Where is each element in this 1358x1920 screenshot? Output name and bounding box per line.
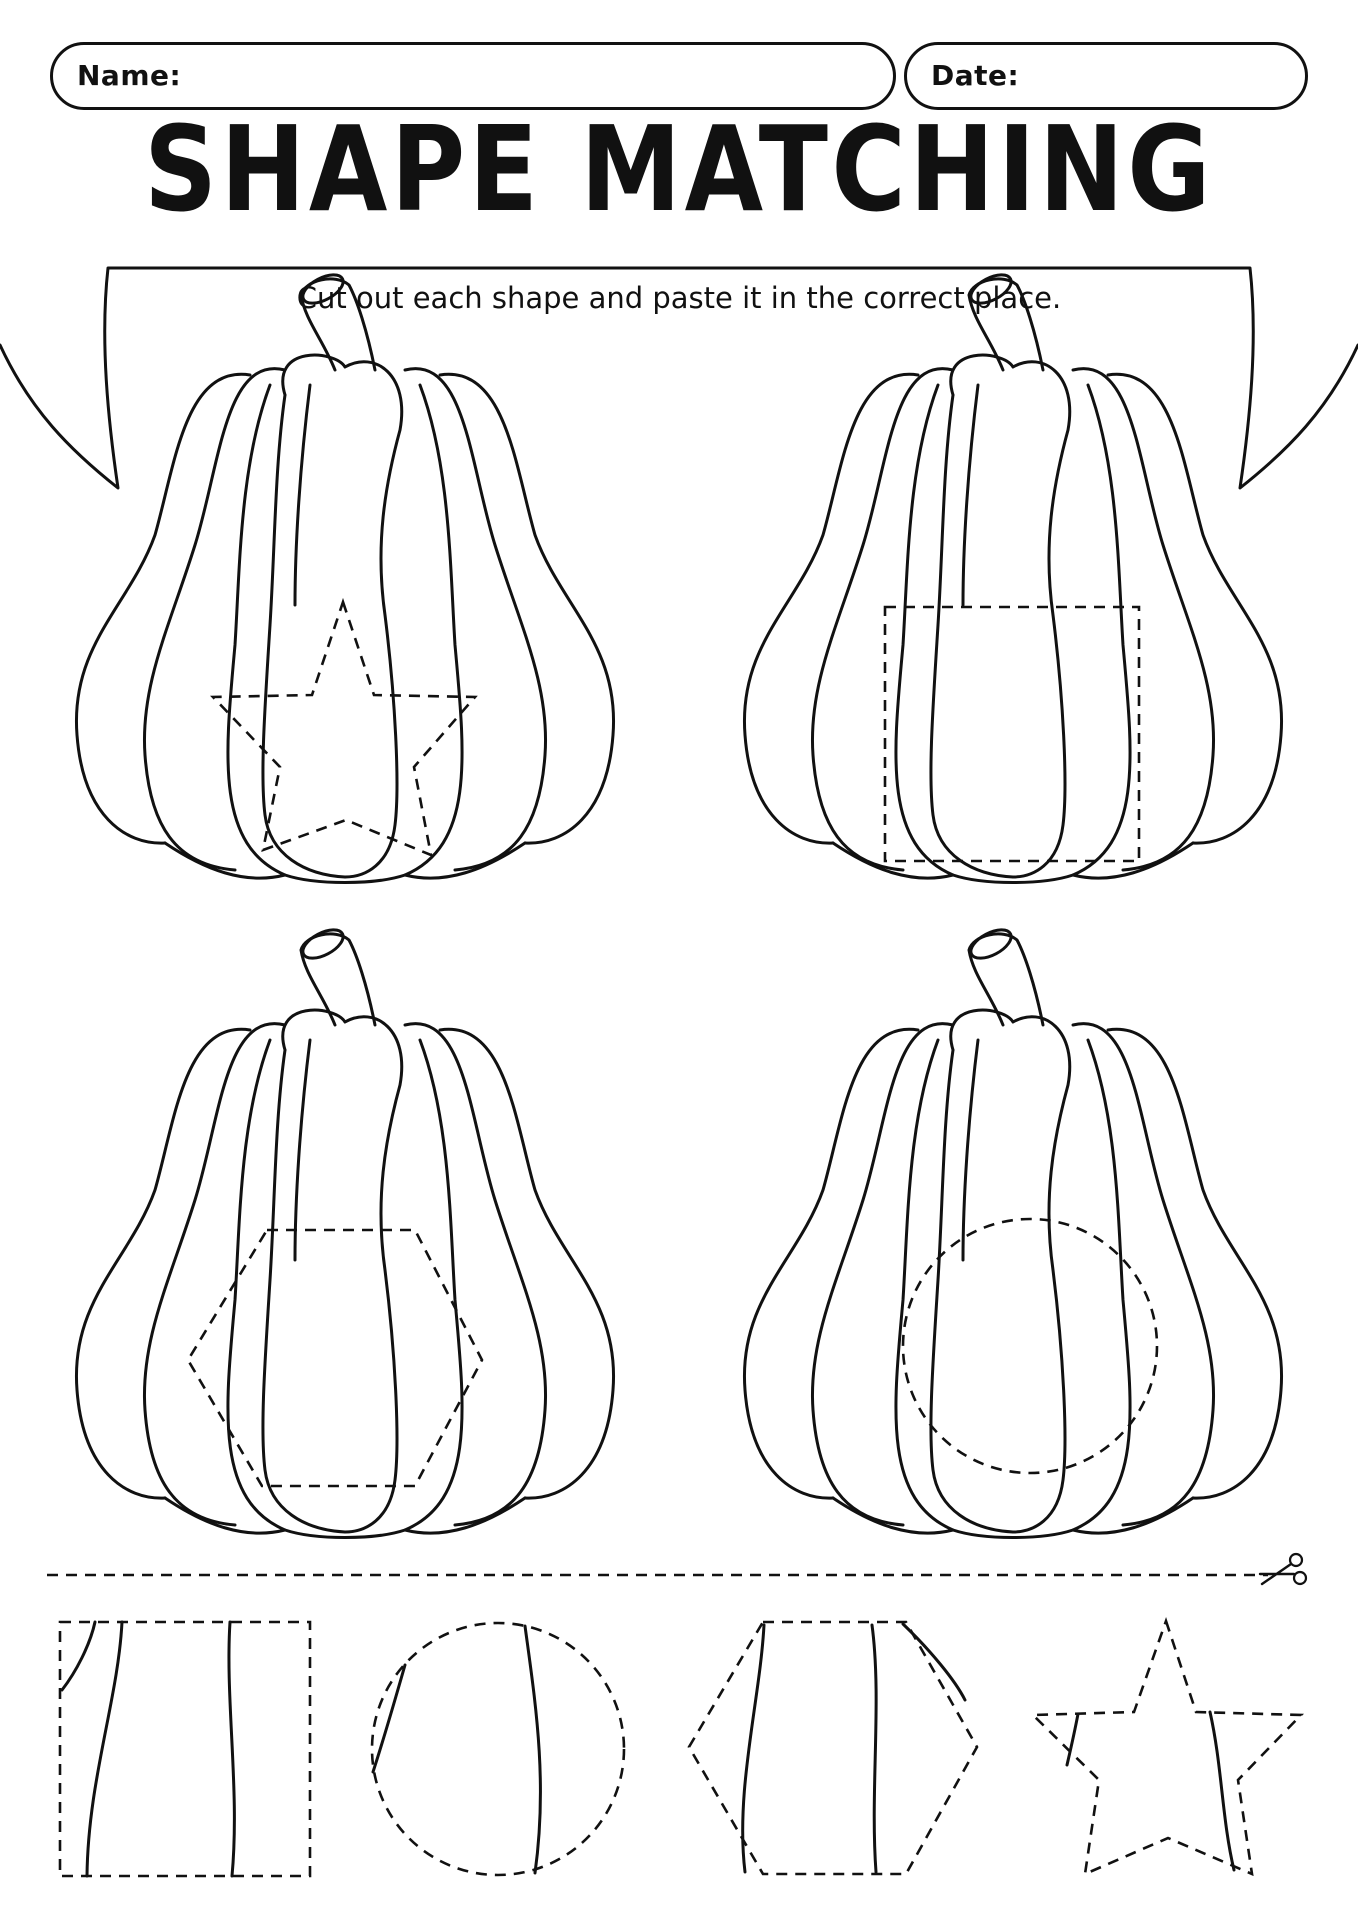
instruction-frame — [0, 266, 1358, 490]
instructions-text: Cut out each shape and paste it in the c… — [296, 281, 1062, 315]
cutout-star — [1029, 1616, 1304, 1877]
pumpkin-top-left — [74, 267, 616, 884]
cutout-circle — [370, 1621, 626, 1877]
target-star — [210, 597, 478, 858]
scissors-icon — [1258, 1552, 1308, 1586]
cutout-hexagon — [687, 1620, 979, 1876]
target-square — [883, 605, 1141, 863]
date-label: Date: — [931, 59, 1020, 92]
pumpkin-bottom-right — [742, 922, 1284, 1539]
pumpkin-top-right — [742, 267, 1284, 884]
target-hexagon — [186, 1228, 484, 1488]
name-field[interactable]: Name: — [50, 42, 896, 110]
date-field[interactable]: Date: — [904, 42, 1308, 110]
name-label: Name: — [77, 59, 182, 92]
cutout-square — [58, 1620, 312, 1878]
target-circle — [901, 1217, 1159, 1475]
worksheet-title: SHAPE MATCHING — [143, 100, 1215, 238]
